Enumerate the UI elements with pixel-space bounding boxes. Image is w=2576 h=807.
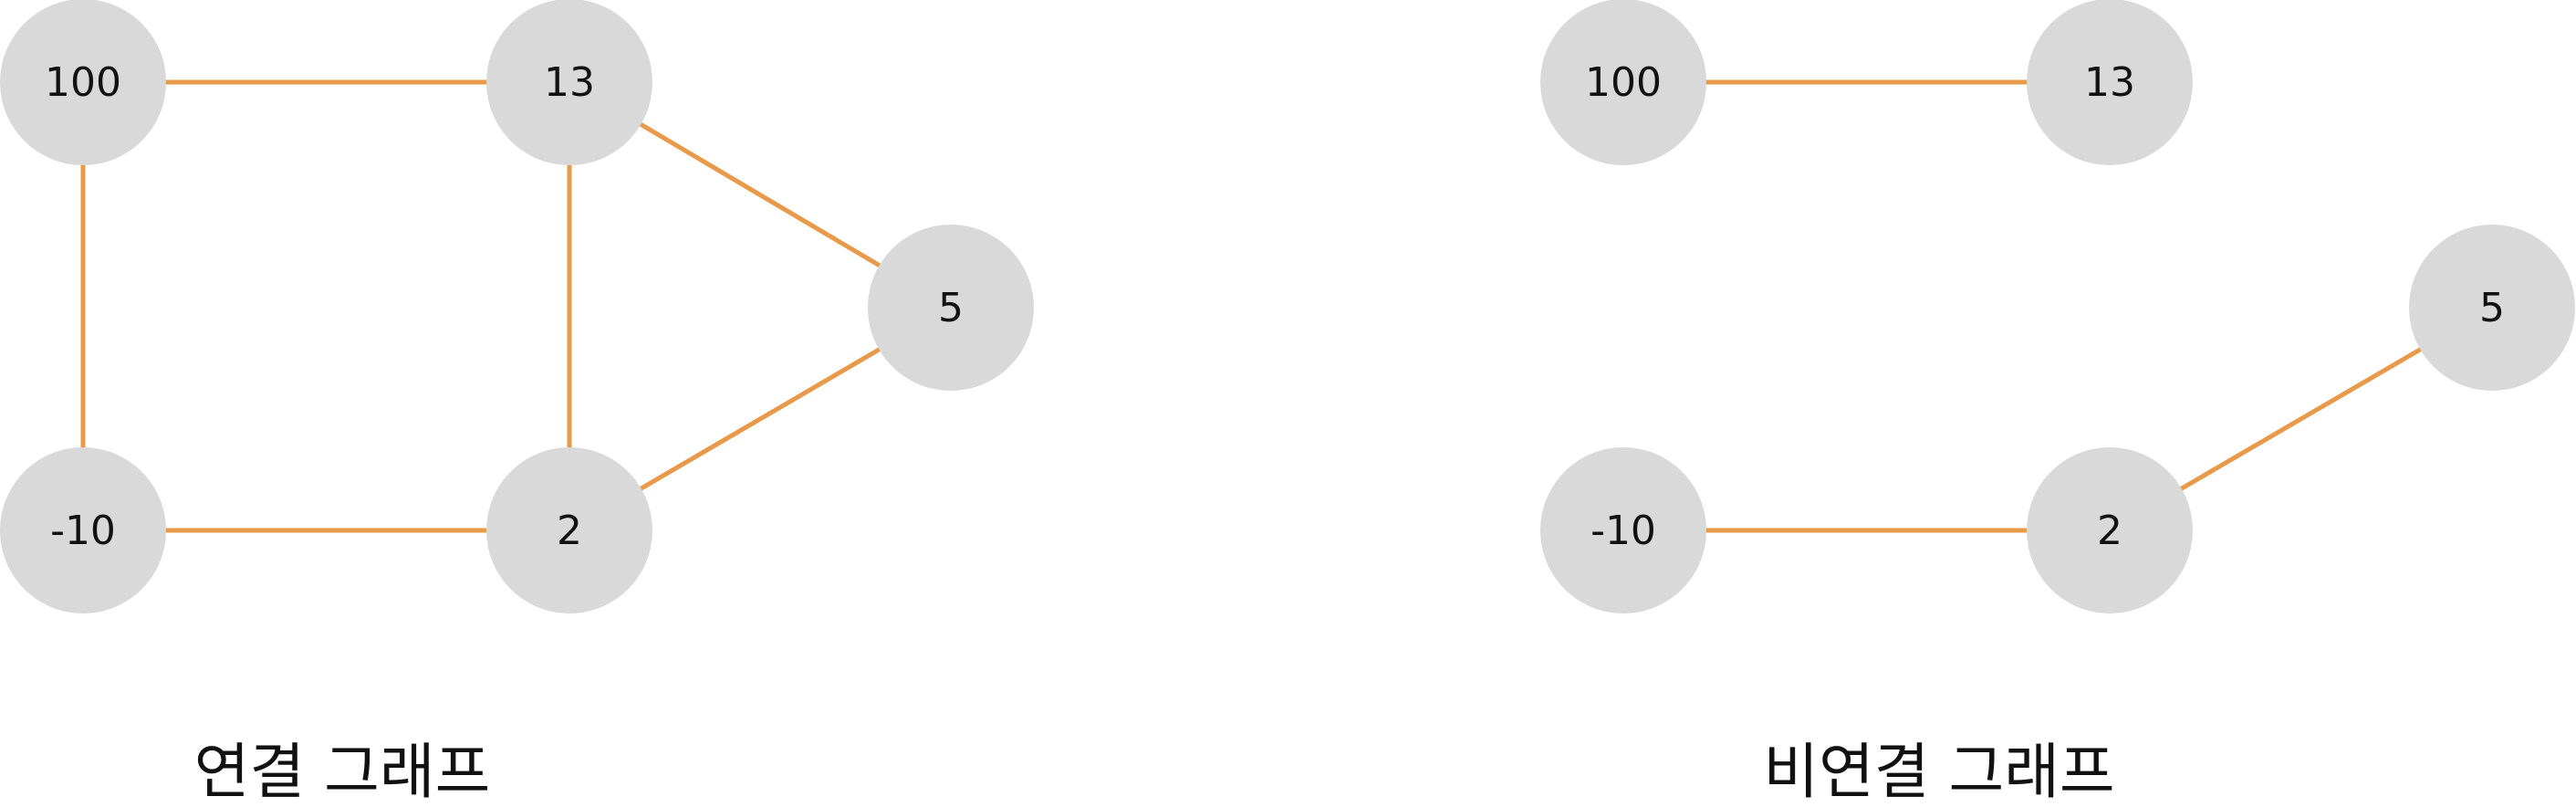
node-label: 2: [557, 508, 582, 554]
connected-graph: 100 13 5 -10 2 연결 그래프: [0, 0, 1034, 807]
graph-node: 2: [486, 447, 652, 613]
node-label: 13: [544, 59, 595, 106]
graph-node: -10: [1540, 447, 1706, 613]
node-circle: [2409, 225, 2575, 391]
node-label: -10: [1590, 508, 1656, 554]
node-label: 5: [2479, 285, 2505, 331]
node-circle: [1540, 447, 1706, 613]
connected-graph-caption: 연결 그래프: [194, 737, 491, 807]
node-circle: [486, 0, 652, 165]
node-circle: [0, 0, 166, 165]
node-circle: [868, 225, 1034, 391]
disconnected-graph-caption: 비연결 그래프: [1763, 737, 2114, 807]
graph-node: 100: [1540, 0, 1706, 165]
node-circle: [2027, 0, 2193, 165]
graph-node: 5: [868, 225, 1034, 391]
node-label: 100: [1585, 59, 1662, 106]
node-circle: [486, 447, 652, 613]
node-circle: [0, 447, 166, 613]
node-label: 2: [2097, 508, 2122, 554]
graph-node: 100: [0, 0, 166, 165]
node-label: 5: [938, 285, 964, 331]
node-layer: 100 13 5 -10 2: [1540, 0, 2575, 613]
graph-node: 13: [2027, 0, 2193, 165]
edge-layer: [1623, 79, 2494, 533]
node-circle: [2027, 447, 2193, 613]
graph-node: 2: [2027, 447, 2193, 613]
node-label: 100: [45, 59, 121, 106]
edge-layer: [80, 79, 953, 533]
node-layer: 100 13 5 -10 2: [0, 0, 1034, 613]
graph-node: 5: [2409, 225, 2575, 391]
graph-node: -10: [0, 447, 166, 613]
node-circle: [1540, 0, 1706, 165]
disconnected-graph: 100 13 5 -10 2 비연결 그래프: [1540, 0, 2575, 807]
node-label: 13: [2084, 59, 2135, 106]
graph-node: 13: [486, 0, 652, 165]
node-label: -10: [50, 508, 116, 554]
